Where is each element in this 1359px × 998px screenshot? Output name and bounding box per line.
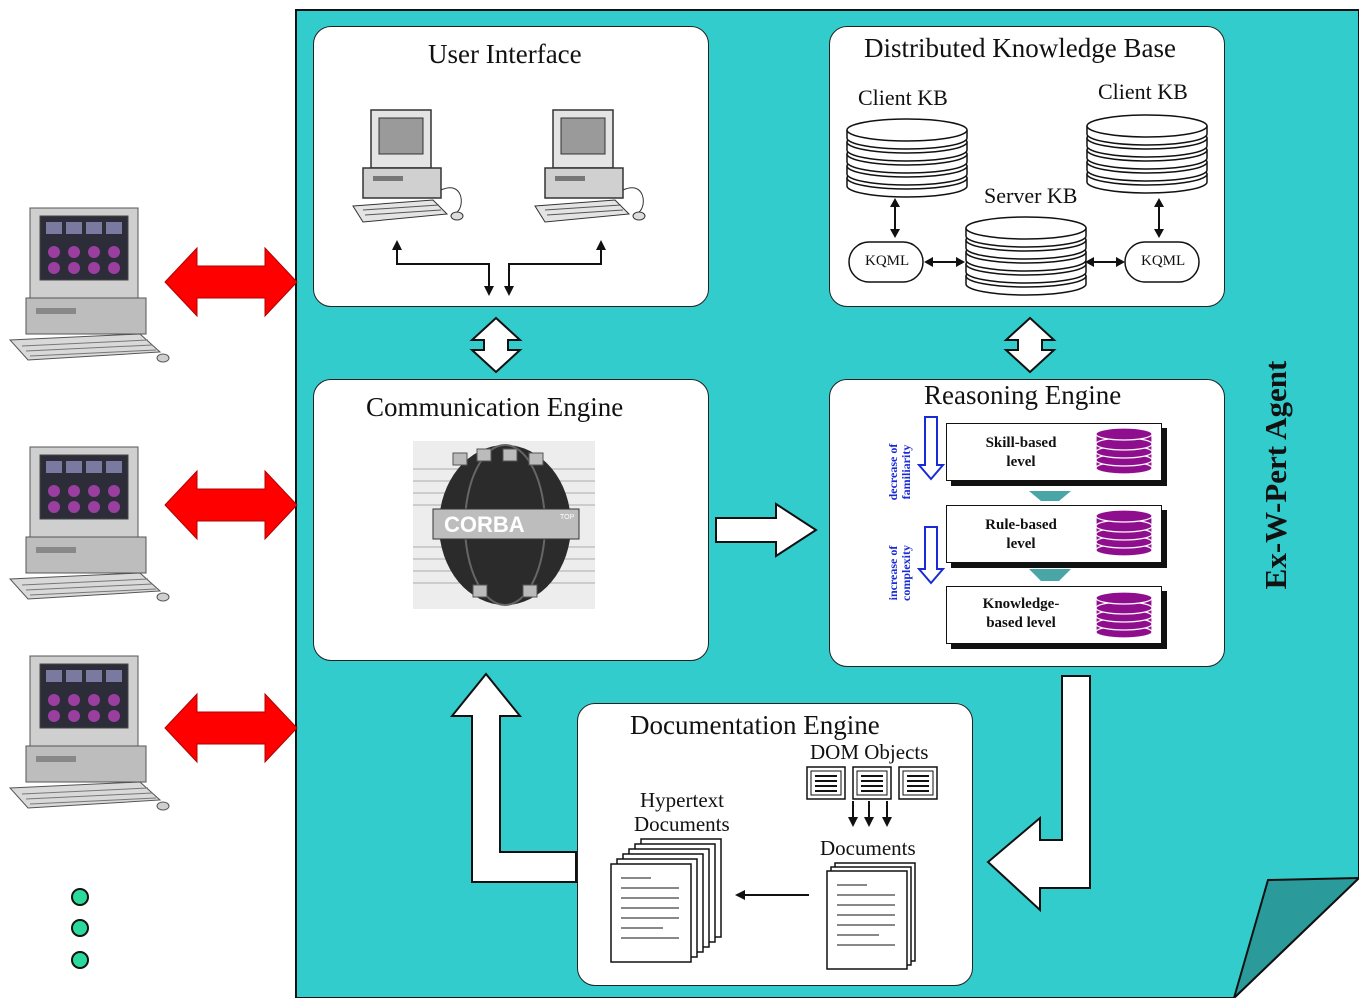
client-column [9,207,298,969]
communication-engine-title: Communication Engine [366,392,624,422]
kqml-right-label: KQML [1141,253,1186,269]
user-interface-title: User Interface [428,39,582,69]
corba-logo [413,441,595,609]
ellipsis-dot [71,919,89,937]
server-kb-label: Server KB [984,183,1078,208]
knowledge-based-level: Knowledge- based level [946,586,1162,644]
rule-based-level: Rule-based level [946,505,1162,563]
documents-label: Documents [820,836,916,860]
reasoning-graphics [916,416,1071,585]
kqml-left-label: KQML [865,253,910,269]
agent-label: Ex-W-Pert Agent [1258,360,1293,590]
corba-label: CORBA [444,512,525,537]
workstation-icon [352,109,464,223]
complexity-line2: complexity [899,545,913,601]
hypertext-line1: Hypertext [640,788,724,812]
knowledge-base-graphics [846,114,1208,296]
hypertext-line2: Documents [634,812,730,836]
familiarity-line2: familiarity [899,444,913,500]
client-kb-right-label: Client KB [1098,79,1188,104]
complexity-note: increase of complexity [886,533,913,613]
dom-objects-label: DOM Objects [810,740,929,764]
skill-based-line2: level [1006,454,1036,470]
client-kb-left-db-icon [846,118,968,198]
documents-icon [826,870,908,970]
familiarity-note: decrease of familiarity [886,432,913,512]
dom-object-icon [806,766,846,800]
skill-based-level: Skill-based level [946,423,1162,481]
skill-based-line1: Skill-based [985,435,1057,451]
rule-based-line2: level [1006,536,1036,552]
ellipsis-dot [71,951,89,969]
reasoning-engine-title: Reasoning Engine [924,380,1122,410]
knowledge-based-line1: Knowledge- [982,596,1060,612]
corba-sup-label: TOP [560,514,575,521]
client-kb-left-label: Client KB [858,85,948,110]
documentation-graphics [610,766,938,970]
documentation-engine-title: Documentation Engine [630,710,880,740]
rule-based-line1: Rule-based [985,517,1057,533]
workstation-icon [534,109,646,223]
dom-object-icon [852,766,892,800]
user-interface-graphics [352,109,646,296]
kqml-left-node [848,241,924,283]
knowledge-base-title: Distributed Knowledge Base [864,33,1176,63]
hypertext-documents-icon [610,863,692,963]
client-kb-right-db-icon [1086,114,1208,194]
knowledge-based-line2: based level [986,615,1056,631]
server-kb-db-icon [965,216,1087,296]
dom-object-icon [898,766,938,800]
ellipsis-dot [71,888,89,906]
